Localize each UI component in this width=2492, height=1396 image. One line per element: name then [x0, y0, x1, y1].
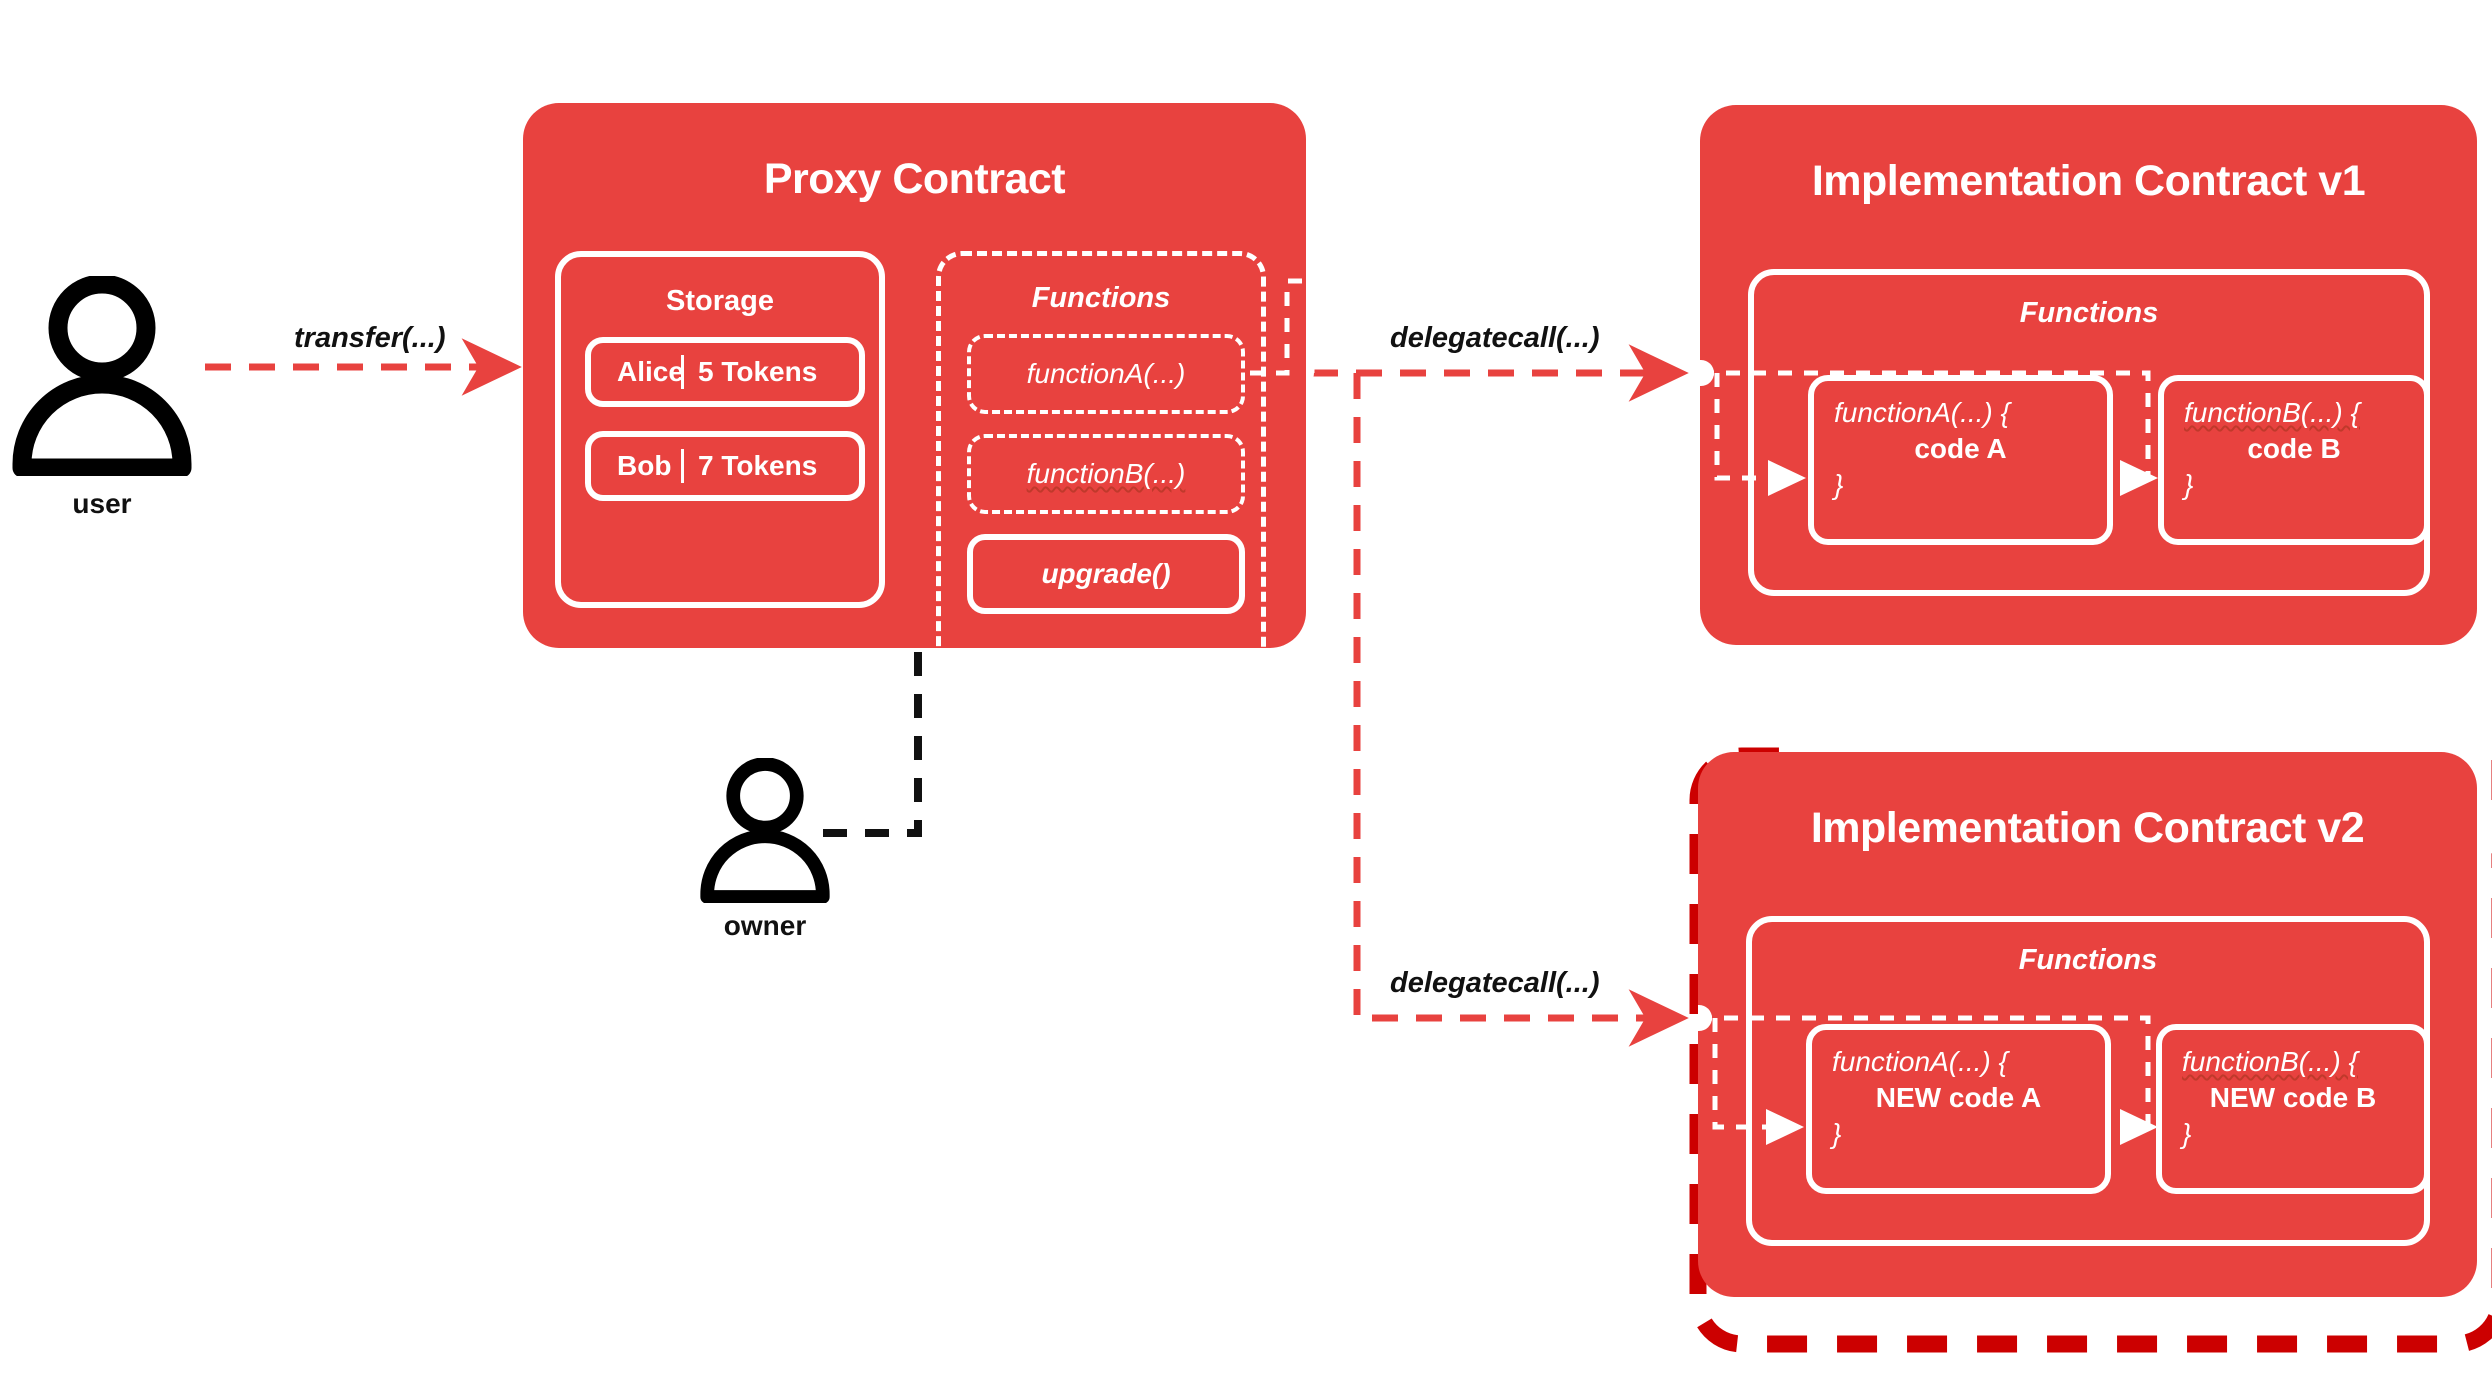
implementation-v1-code-a-signature: functionA(...) {	[1834, 397, 2010, 428]
proxy-functions-panel: Functions functionA(...) functionB(...) …	[936, 251, 1266, 731]
implementation-v1-title: Implementation Contract v1	[1811, 157, 2366, 205]
owner-icon	[700, 758, 830, 903]
implementation-v2-code-b-signature: functionB(...) {	[2182, 1046, 2358, 1077]
implementation-v2[interactable]: Implementation Contract v2 Functions fun…	[1698, 752, 2477, 1297]
storage-row-separator	[681, 449, 684, 483]
storage-row[interactable]: Alice 5 Tokens	[585, 337, 865, 407]
user-icon	[12, 276, 192, 476]
implementation-v2-code-b[interactable]: functionB(...) { NEW code B }	[2156, 1024, 2430, 1194]
owner-label: owner	[723, 910, 807, 941]
storage-row-name: Alice	[617, 356, 684, 387]
edge-transfer-label: transfer(...)	[294, 322, 446, 354]
edge-delegatecall-v1-label: delegatecall(...)	[1390, 322, 1600, 354]
proxy-functions-label: Functions	[1031, 282, 1171, 314]
storage-panel: Storage Alice 5 Tokens Bob 7 Tokens	[555, 251, 885, 608]
user-label: user	[72, 488, 132, 519]
implementation-v2-code-a-close: }	[1832, 1118, 1842, 1149]
storage-row[interactable]: Bob 7 Tokens	[585, 431, 865, 501]
proxy-contract[interactable]: Proxy Contract Storage Alice 5 Tokens Bo…	[523, 103, 1306, 731]
implementation-v1-code-b-body: code B	[2247, 433, 2341, 464]
storage-row-name: Bob	[617, 450, 672, 481]
proxy-function-b-label: functionB(...)	[1026, 458, 1186, 489]
implementation-v2-code-a-signature: functionA(...) {	[1832, 1046, 2008, 1077]
proxy-title: Proxy Contract	[763, 155, 1066, 203]
storage-row-separator	[681, 355, 684, 389]
implementation-v1-code-b[interactable]: functionB(...) { code B }	[2158, 375, 2430, 545]
implementation-v2-code-b-close: }	[2182, 1118, 2192, 1149]
implementation-v1-code-b-close: }	[2184, 469, 2194, 500]
edge-delegatecall-v2-label: delegatecall(...)	[1390, 967, 1600, 999]
implementation-v1-code-a-body: code A	[1914, 433, 2007, 464]
proxy-function-a[interactable]: functionA(...)	[967, 334, 1245, 414]
upgrade-function[interactable]: upgrade()	[967, 534, 1245, 614]
implementation-v2-internal-routing	[1698, 1005, 2159, 1145]
implementation-v2-title: Implementation Contract v2	[1810, 804, 2365, 852]
implementation-v1-code-b-signature: functionB(...) {	[2184, 397, 2360, 428]
implementation-v1-code-a[interactable]: functionA(...) { code A }	[1808, 375, 2113, 545]
edge-delegatecall-v2	[1353, 373, 1689, 1047]
storage-label: Storage	[666, 285, 774, 317]
implementation-v2-code-a[interactable]: functionA(...) { NEW code A }	[1806, 1024, 2111, 1194]
implementation-v1[interactable]: Implementation Contract v1 Functions fun…	[1700, 105, 2477, 645]
storage-row-value: 7 Tokens	[698, 450, 818, 481]
implementation-v1-functions-label: Functions	[2019, 297, 2159, 329]
upgrade-function-label: upgrade()	[1041, 558, 1171, 589]
proxy-function-a-label: functionA(...)	[1026, 358, 1186, 389]
implementation-v2-code-b-body: NEW code B	[2209, 1082, 2377, 1113]
proxy-function-b[interactable]: functionB(...)	[967, 434, 1245, 514]
implementation-v2-code-a-body: NEW code A	[1875, 1082, 2042, 1113]
implementation-v1-internal-routing	[1700, 360, 2159, 496]
implementation-v1-code-a-close: }	[1834, 469, 1844, 500]
storage-row-value: 5 Tokens	[698, 356, 818, 387]
implementation-v2-functions-label: Functions	[2018, 944, 2158, 976]
proxy-internal-routing	[1250, 278, 1315, 376]
